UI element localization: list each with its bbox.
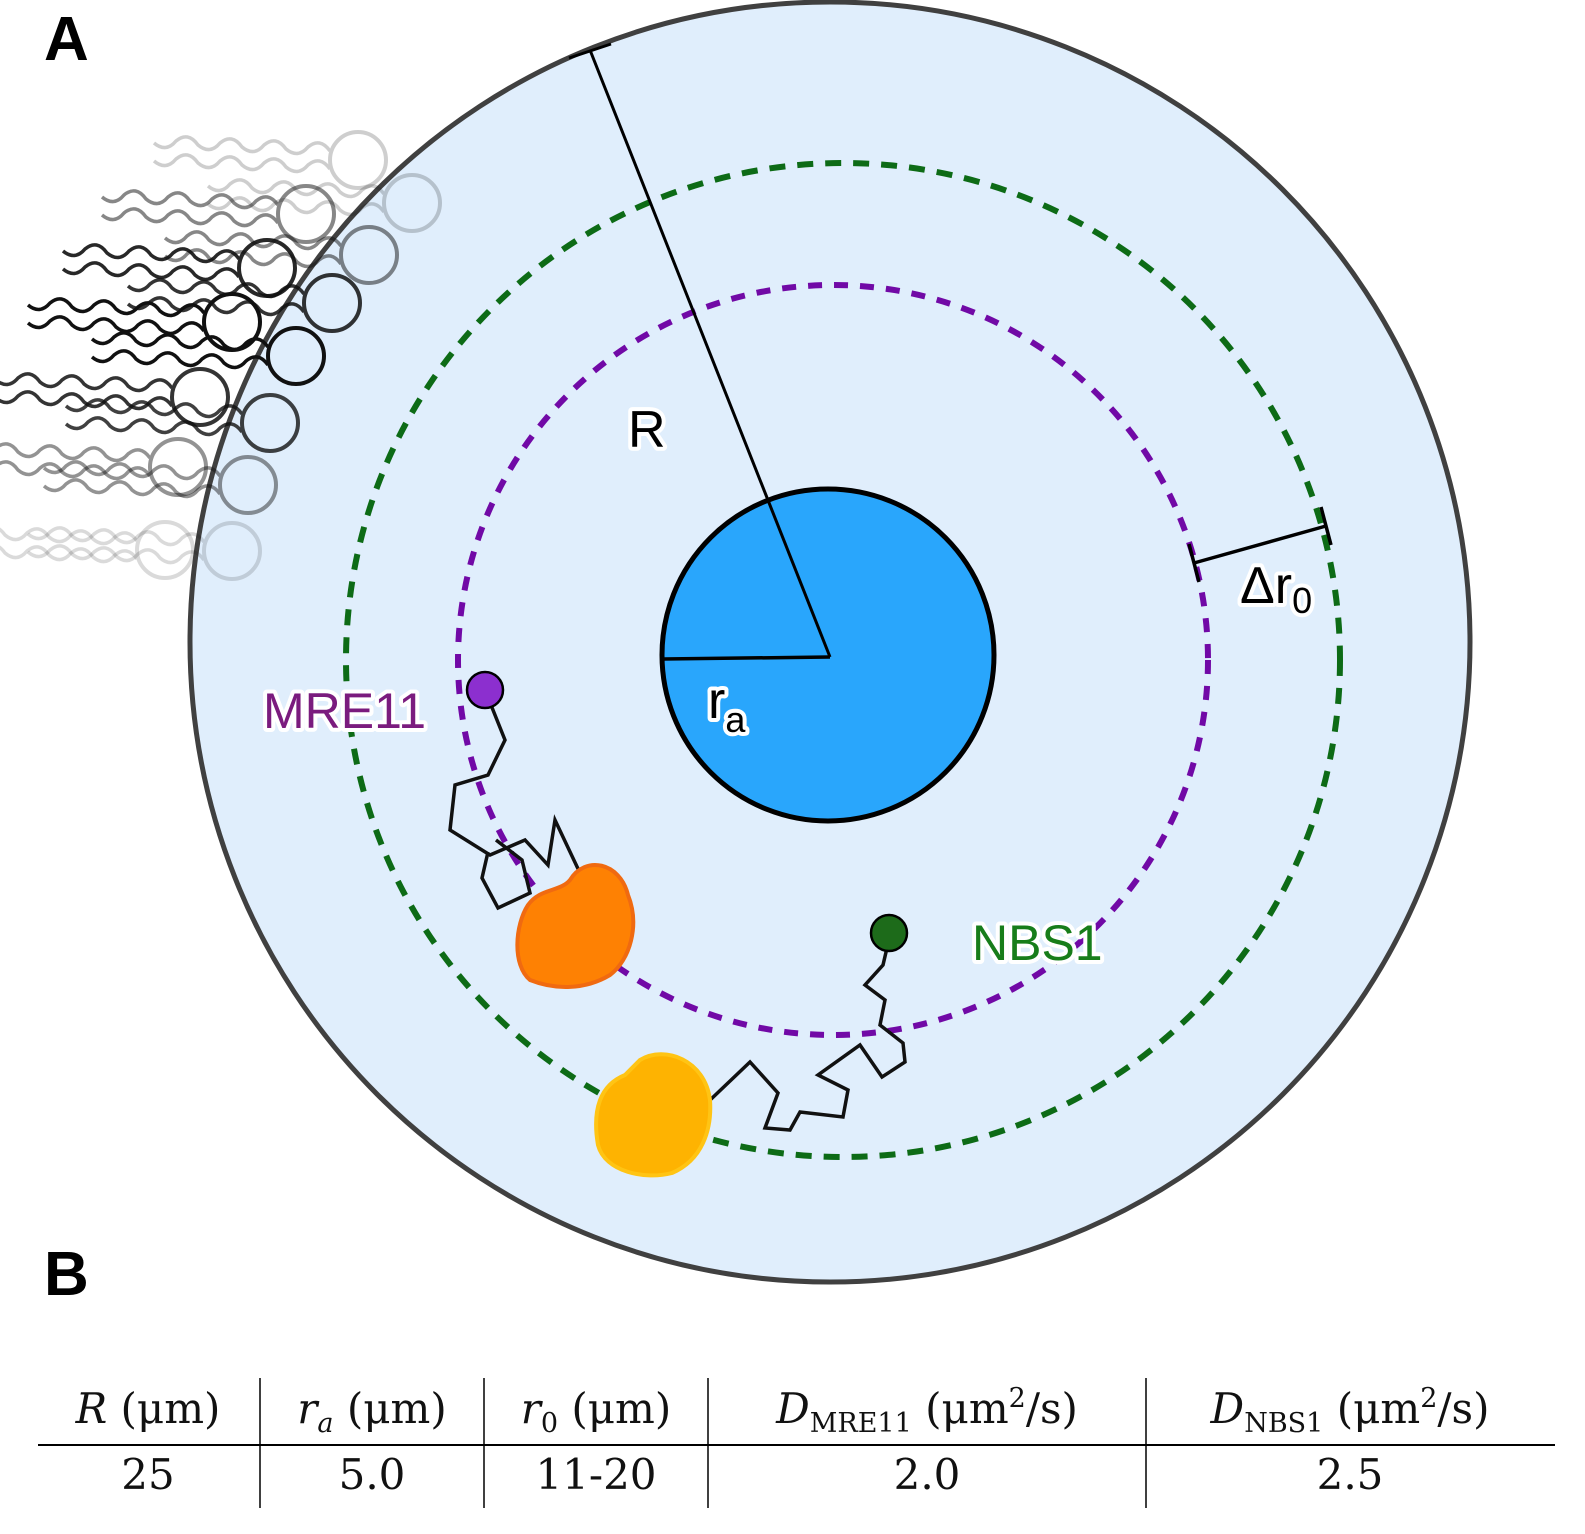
lipid-head bbox=[218, 455, 278, 515]
lipid-tail bbox=[0, 460, 152, 481]
lipid-tail bbox=[90, 331, 270, 352]
membrane-lipids bbox=[0, 130, 388, 580]
lipid-head bbox=[148, 437, 208, 497]
lipid-tail bbox=[90, 349, 270, 370]
mre11-random-walk-loop bbox=[480, 838, 533, 911]
lipid-head bbox=[328, 130, 388, 190]
lipid-tail bbox=[26, 297, 206, 318]
lipid-molecule bbox=[206, 173, 442, 233]
lipid-molecule bbox=[61, 238, 297, 298]
lipid-molecule bbox=[26, 521, 262, 581]
radius-R-line bbox=[588, 49, 832, 658]
radius-ra-label: ra bbox=[708, 672, 746, 740]
lipid-tail bbox=[64, 416, 244, 437]
lipid-head bbox=[170, 367, 230, 427]
mre11-particle bbox=[465, 670, 505, 710]
lipid-tail bbox=[0, 545, 139, 564]
table-value-cell: 25 bbox=[121, 1450, 174, 1499]
mre11-random-walk bbox=[448, 689, 582, 874]
lipid-tail bbox=[126, 278, 306, 299]
radius-ra-line bbox=[662, 655, 831, 661]
lipid-molecule bbox=[0, 367, 230, 427]
table-header-cell: ra (μm) bbox=[297, 1384, 446, 1439]
lipid-head bbox=[135, 520, 195, 580]
table-value-cell: 2.0 bbox=[894, 1450, 961, 1499]
table-value-cell: 2.5 bbox=[1317, 1450, 1384, 1499]
table-value-cell: 11-20 bbox=[535, 1450, 656, 1499]
lipid-molecule bbox=[163, 225, 399, 285]
radius-R-label: R bbox=[628, 401, 666, 459]
nbs1-random-walk bbox=[706, 934, 907, 1132]
nbs1-blob bbox=[594, 1052, 713, 1178]
lipid-tail bbox=[152, 153, 332, 174]
lipid-tail bbox=[206, 178, 386, 199]
lipid-tail bbox=[42, 478, 222, 499]
lipid-head bbox=[202, 521, 262, 581]
lipid-head bbox=[339, 225, 399, 285]
table-header-cell: DNBS1 (μm2/s) bbox=[1210, 1383, 1490, 1439]
delta-r0-tick-right bbox=[1319, 506, 1333, 546]
lipid-molecule bbox=[126, 273, 362, 333]
lipid-molecule bbox=[42, 455, 278, 515]
mre11-label: MRE11 bbox=[263, 683, 426, 739]
lipid-molecule bbox=[100, 184, 336, 244]
lipid-tail bbox=[26, 526, 206, 547]
lipid-tail bbox=[100, 189, 280, 210]
lipid-molecule bbox=[90, 326, 326, 386]
lipid-molecule bbox=[0, 437, 208, 497]
delta-r0-tick-left bbox=[1187, 543, 1201, 583]
delta-r0-label: Δr0 bbox=[1240, 557, 1312, 621]
lipid-tail bbox=[64, 398, 244, 419]
radius-ra-sub: a bbox=[725, 699, 746, 740]
lipid-tail bbox=[152, 135, 332, 156]
lipid-molecule bbox=[64, 393, 300, 453]
lipid-tail bbox=[126, 296, 306, 317]
table-value-cell: 5.0 bbox=[339, 1450, 406, 1499]
lipid-tail bbox=[26, 544, 206, 565]
lipid-molecule bbox=[152, 130, 388, 190]
delta-r0-sub: 0 bbox=[1292, 580, 1312, 621]
panel-label-b: B bbox=[44, 1240, 89, 1309]
lipid-tail bbox=[61, 261, 241, 282]
delta-r0-main: Δr bbox=[1240, 557, 1292, 615]
table-header-cell: DMRE11 (μm2/s) bbox=[775, 1383, 1078, 1439]
panel-label-a: A bbox=[44, 5, 89, 74]
lipid-head bbox=[302, 273, 362, 333]
lipid-molecule bbox=[0, 520, 195, 580]
lipid-tail bbox=[163, 230, 343, 251]
nbs1-dashed-ring bbox=[343, 160, 1343, 1160]
membrane-lipids-inner bbox=[26, 173, 442, 581]
radius-R-tick bbox=[568, 42, 612, 60]
lipid-head bbox=[240, 393, 300, 453]
nbs1-particle bbox=[869, 913, 909, 953]
lipid-tail bbox=[0, 527, 139, 546]
lipid-head bbox=[276, 184, 336, 244]
lipid-tail bbox=[26, 315, 206, 336]
lipid-tail bbox=[0, 390, 174, 411]
parameter-table: R (μm) ra (μm) r0 (μm) DMRE11 (μm2/s) DNBS1 … bbox=[38, 1378, 1555, 1508]
lipid-head bbox=[382, 173, 442, 233]
lipid-tail bbox=[42, 460, 222, 481]
table-header-cell: R (μm) bbox=[75, 1384, 221, 1433]
lipid-tail bbox=[100, 207, 280, 228]
nbs1-label: NBS1 bbox=[972, 915, 1103, 971]
lipid-tail bbox=[163, 248, 343, 269]
mre11-blob bbox=[515, 862, 636, 989]
radius-ra-main: r bbox=[708, 672, 725, 730]
lipid-tail bbox=[206, 196, 386, 217]
lipid-head bbox=[266, 326, 326, 386]
mre11-dashed-ring bbox=[455, 282, 1211, 1038]
delta-r0-bracket bbox=[1193, 524, 1327, 565]
lipid-tail bbox=[0, 372, 174, 393]
lipid-molecule bbox=[26, 292, 262, 352]
table-header-cell: r0 (μm) bbox=[521, 1384, 672, 1439]
lipid-tail bbox=[0, 442, 152, 463]
